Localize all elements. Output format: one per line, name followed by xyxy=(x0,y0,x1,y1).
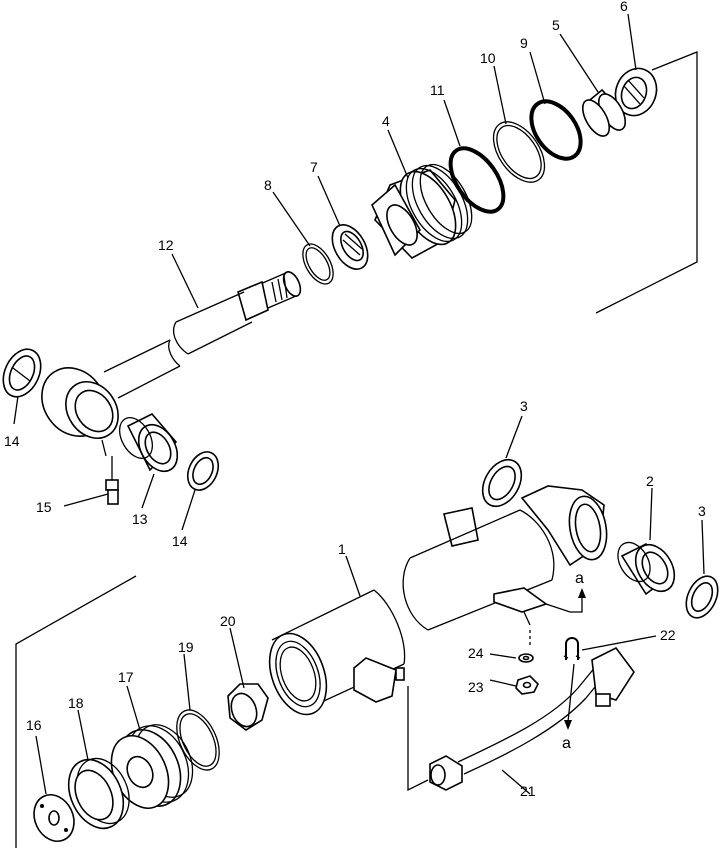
port-hose-leader xyxy=(407,686,429,792)
callout-10: 10 xyxy=(480,50,496,66)
callout-12: 12 xyxy=(158,237,174,253)
callout-3-upper: 3 xyxy=(520,398,528,414)
callout-21: 21 xyxy=(520,783,536,799)
part-11-oring xyxy=(448,146,506,214)
part-17-piston xyxy=(110,724,194,809)
callout-1: 1 xyxy=(338,541,346,557)
callout-14-lower: 14 xyxy=(172,533,188,549)
part-22-ubolt xyxy=(563,637,581,660)
part-21-hose xyxy=(429,646,635,791)
callout-18: 18 xyxy=(68,695,84,711)
part-3-bearing-upper xyxy=(481,458,523,508)
callout-19: 19 xyxy=(178,639,194,655)
part-7-bearing xyxy=(331,224,369,270)
a-arrow-bottom xyxy=(564,663,575,730)
part-23-nut xyxy=(515,675,539,695)
callout-23: 23 xyxy=(468,679,484,695)
a-arrow-top xyxy=(545,588,586,613)
callout-17: 17 xyxy=(118,669,134,685)
callout-2: 2 xyxy=(646,473,654,489)
part-9-oring xyxy=(529,99,583,161)
callout-6: 6 xyxy=(620,0,628,14)
part-8-snap-ring xyxy=(302,243,334,285)
callout-14-upper: 14 xyxy=(4,433,20,449)
upper-guide-bracket xyxy=(595,51,698,314)
part-14-bearing-lower xyxy=(186,451,220,491)
callout-22: 22 xyxy=(660,627,676,643)
callout-3-lower: 3 xyxy=(698,503,706,519)
callout-13: 13 xyxy=(132,511,148,527)
callout-15: 15 xyxy=(36,499,52,515)
lower-guide-bracket xyxy=(15,575,137,848)
part-13-bushing xyxy=(118,413,179,473)
part-16-washer xyxy=(33,794,75,842)
callout-5: 5 xyxy=(552,17,560,33)
callout-20: 20 xyxy=(220,613,236,629)
callout-24: 24 xyxy=(468,645,484,661)
callout-7: 7 xyxy=(310,159,318,175)
callout-11: 11 xyxy=(430,82,445,98)
part-5-sleeve xyxy=(581,88,627,137)
part-15-grease-fitting xyxy=(105,456,119,505)
callout-9: 9 xyxy=(520,35,528,51)
marker-a-bottom: a xyxy=(562,735,571,752)
part-12-piston-rod xyxy=(41,271,302,439)
leader-lines xyxy=(13,13,705,795)
part-18-seal xyxy=(67,757,130,830)
part-3-bearing-lower xyxy=(685,575,719,619)
part-20-nut xyxy=(227,683,269,731)
callout-labels: 6 5 9 10 11 4 7 8 12 14 15 13 14 3 2 3 1… xyxy=(4,0,706,799)
marker-a-top: a xyxy=(575,570,584,587)
part-1-cylinder-tube xyxy=(268,589,406,716)
part-10-backup-ring xyxy=(492,121,546,183)
part-1-cylinder-head xyxy=(402,485,608,631)
part-2-bushing xyxy=(617,541,676,596)
part-24-washer xyxy=(518,653,534,663)
callout-4: 4 xyxy=(382,113,390,129)
part-4-gland xyxy=(371,163,473,259)
callout-8: 8 xyxy=(264,177,272,193)
part-6-bushing xyxy=(614,67,658,117)
part-14-bearing-upper xyxy=(2,348,42,398)
callout-16: 16 xyxy=(26,717,42,733)
